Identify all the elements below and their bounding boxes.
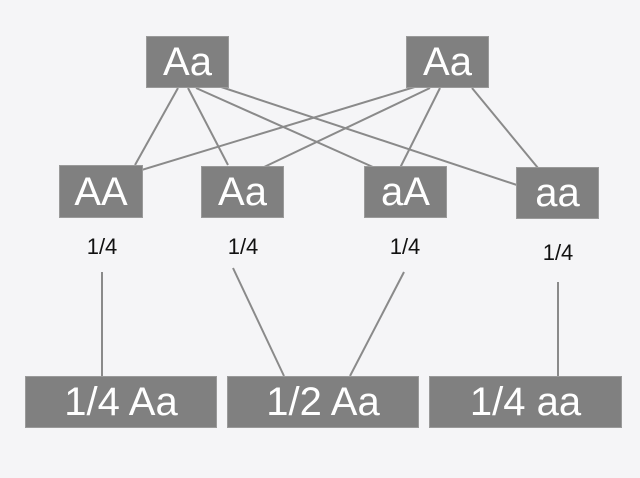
link-p1-c3 <box>195 87 403 181</box>
link-p2-c1 <box>124 85 419 176</box>
result-genotype-middle: 1/2 Aa <box>227 376 419 428</box>
parent-genotype-left: Aa <box>146 36 229 88</box>
result-genotype-right: 1/4 aa <box>429 376 622 428</box>
result-genotype-left: 1/4 Aa <box>25 376 217 428</box>
offspring-genotype-aa: aa <box>516 167 599 219</box>
link-p1-c1 <box>134 87 179 166</box>
link-p2-c3 <box>399 87 441 169</box>
link-p1-c4 <box>205 81 539 193</box>
parent-genotype-right: Aa <box>406 36 489 88</box>
offspring-genotype-AA: AA <box>59 165 143 218</box>
link-c3-r2 <box>349 271 405 377</box>
link-c2-r2 <box>232 267 285 377</box>
probability-Aa: 1/4 <box>227 234 259 259</box>
probability-aa: 1/4 <box>542 240 574 265</box>
offspring-genotype-Aa: Aa <box>201 166 284 218</box>
offspring-genotype-aA: aA <box>364 166 447 218</box>
link-p1-c2 <box>187 87 229 166</box>
link-p2-c4 <box>471 87 539 169</box>
probability-AA: 1/4 <box>86 234 118 259</box>
probability-aA: 1/4 <box>389 234 421 259</box>
link-p2-c2 <box>261 87 431 169</box>
